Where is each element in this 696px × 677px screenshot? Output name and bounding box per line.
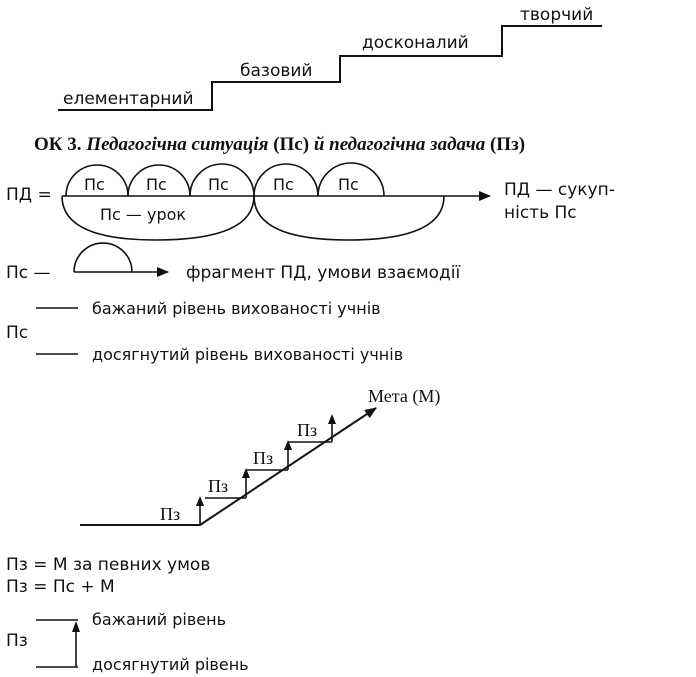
pz-step-label-3: Пз [253,448,273,468]
pz-step-label-4: Пз [297,420,317,440]
pd-diagram: ПД = Пс Пс Пс Пс Пс Пс — урок ПД — сукуп… [6,162,615,241]
pz-arrowhead-4 [328,414,336,424]
goal-label: Мета (М) [368,386,440,407]
ps-fragment: Пс — фрагмент ПД, умови взаємодії [6,242,461,283]
ps-desired-text: бажаний рівень вихованості учнів [92,299,381,318]
formula-1: Пз = М за певних умов [6,555,210,575]
pz-arrowhead-3 [284,440,292,450]
pd-result-line-2: ність Пс [504,203,577,223]
ps-arc-1 [65,164,129,197]
ps-arc-2 [127,164,191,197]
ps-fragment-label: Пс — [6,263,51,283]
levels-staircase: елементарний базовий досконалий творчий [58,5,602,111]
pz-step-label-1: Пз [160,504,180,524]
heading-abbr-2: (Пз) [485,134,525,155]
ps-arc-label-2: Пс [146,175,167,194]
pz-staircase: Мета (М) Пз Пз Пз Пз [80,386,440,526]
pz-level-arrowhead [72,621,80,632]
pz-arrowhead-1 [196,496,204,506]
ps-arc-3 [189,163,255,197]
ps-arc-4 [253,163,319,197]
ps-arc-label-5: Пс [338,175,359,194]
step-label-creative: творчий [520,5,593,25]
ps-arc-label-3: Пс [208,175,229,194]
pz-step-label-2: Пз [208,476,228,496]
step-label-basic: базовий [240,61,312,81]
step-label-elementary: елементарний [63,89,194,109]
ps-fragment-arc [73,242,133,273]
lesson-arc-2 [253,195,445,241]
ps-arc-5 [317,162,385,197]
pz-achieved-text: досягнутий рівень [92,655,249,674]
heading-italic-2: й педагогічна задача [314,134,486,155]
heading-abbr-1: (Пс) [268,134,313,155]
ps-fragment-description: фрагмент ПД, умови взаємодії [186,263,461,283]
pz-levels-label: Пз [6,631,28,651]
heading-prefix: ОК 3. [34,134,86,155]
pz-levels: бажаний рівень Пз досягнутий рівень [6,610,249,674]
pd-label: ПД = [6,185,52,205]
step-label-perfect: досконалий [362,33,469,53]
ps-arc-label-4: Пс [273,175,294,194]
staircase-line [58,25,602,111]
formula-2: Пз = Пс + М [6,577,115,597]
pz-desired-text: бажаний рівень [92,610,226,629]
ps-levels: бажаний рівень вихованості учнів Пс дося… [6,299,403,364]
section-heading: ОК 3. Педагогічна ситуація (Пс) й педаго… [34,134,525,155]
lesson-label: Пс — урок [100,205,186,224]
ps-achieved-text: досягнутий рівень вихованості учнів [92,345,403,364]
ps-levels-label: Пс [6,323,28,343]
pd-result-line-1: ПД — сукуп- [504,180,615,200]
heading-italic-1: Педагогічна ситуація [85,134,268,155]
lesson-arc-1 [61,195,255,241]
pz-arrowhead-2 [242,468,250,478]
ps-arc-label-1: Пс [84,175,105,194]
